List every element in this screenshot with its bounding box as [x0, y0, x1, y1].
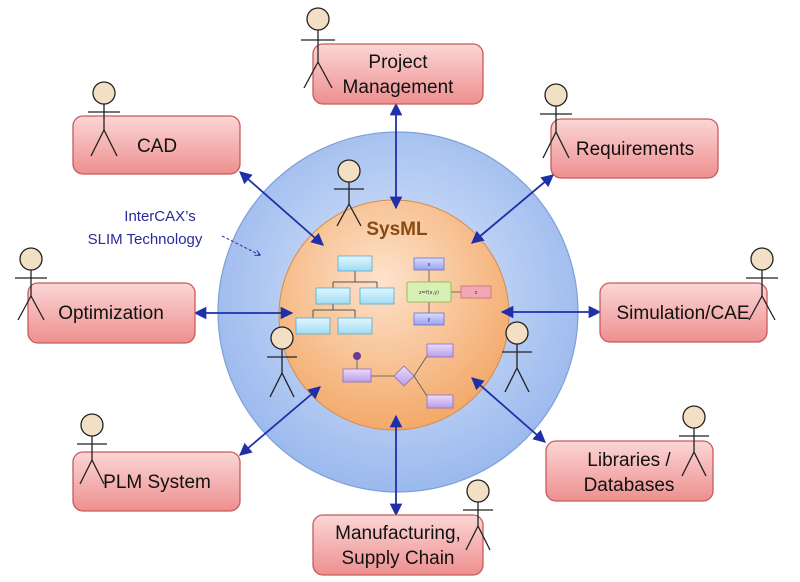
actor-icon — [301, 7, 335, 89]
actor-icon — [88, 81, 120, 157]
actor-icon — [77, 413, 107, 485]
actor-icon — [334, 159, 364, 227]
slim-label-line2: SLIM Technology — [88, 231, 203, 248]
actor-icon — [463, 479, 493, 551]
param-label-x: x — [428, 262, 431, 268]
node-label: Manufacturing, — [335, 523, 461, 544]
node-label: Management — [343, 77, 455, 98]
node-label: Optimization — [58, 303, 164, 324]
sysml-title: SysML — [366, 219, 428, 240]
node-requirements[interactable]: Requirements — [550, 118, 719, 179]
node-project-management[interactable]: Project Management — [312, 43, 484, 105]
node-optimization[interactable]: Optimization — [27, 282, 196, 344]
sysml-activity-diagram — [342, 343, 454, 409]
param-label-z: z — [475, 290, 478, 296]
node-plm-system[interactable]: PLM System — [72, 451, 241, 512]
actor-icon — [746, 247, 778, 321]
node-label: Project — [368, 52, 428, 73]
node-label: Databases — [584, 475, 675, 496]
node-label: PLM System — [103, 472, 211, 493]
connector-requirements — [471, 174, 554, 244]
param-label-equation: z=f(x,y) — [419, 290, 439, 296]
node-label: Simulation/CAE — [616, 303, 749, 324]
connector-cad — [239, 171, 324, 246]
sysml-block-diagram — [295, 255, 395, 335]
actor-icon — [267, 326, 297, 398]
sysml-parametric-diagram: x z=f(x,y) z y — [406, 257, 492, 326]
node-label: Supply Chain — [341, 548, 454, 569]
node-libraries-databases[interactable]: Libraries / Databases — [545, 440, 714, 502]
actor-icon — [502, 321, 532, 393]
node-label: CAD — [137, 136, 177, 157]
actors — [15, 7, 778, 551]
actor-icon — [679, 405, 709, 477]
param-label-y: y — [428, 317, 431, 323]
node-cad[interactable]: CAD — [72, 115, 241, 175]
slim-label-line1: InterCAX’s — [124, 208, 195, 225]
actor-icon — [15, 247, 47, 321]
node-label: Libraries / — [587, 450, 671, 471]
node-label: Requirements — [576, 139, 694, 160]
node-simulation-cae[interactable]: Simulation/CAE — [599, 282, 768, 343]
connectors — [193, 102, 602, 517]
node-manufacturing-supply-chain[interactable]: Manufacturing, Supply Chain — [312, 514, 484, 576]
connector-libraries-databases — [471, 377, 546, 443]
actor-icon — [540, 83, 572, 159]
connector-plm-system — [239, 386, 321, 456]
